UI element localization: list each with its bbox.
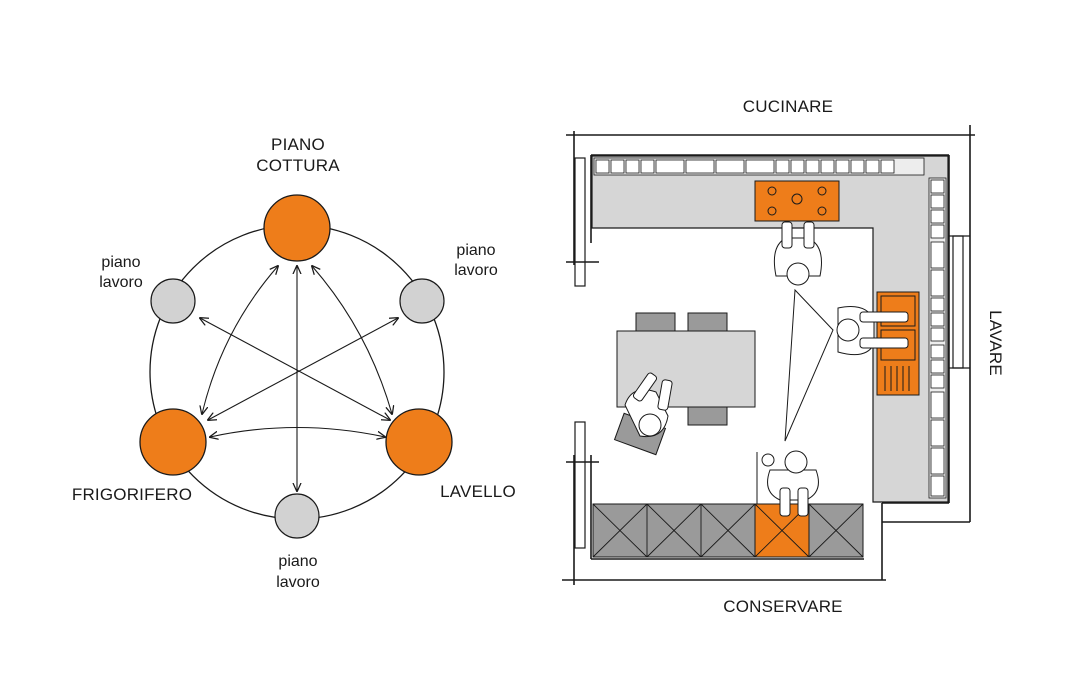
label-work-surface-right-line1: piano [456,242,495,259]
label-work-surface-left-line1: piano [101,254,140,271]
label-sink: LAVELLO [440,482,516,501]
node-sink [385,408,453,476]
label-cooktop-line2: COTTURA [256,156,340,175]
label-fridge: FRIGORIFERO [72,485,192,504]
zone-label-cooking: CUCINARE [743,97,833,116]
node-work-surface-bottom [274,493,320,539]
top-appliance-strip [593,157,925,176]
zone-label-storage: CONSERVARE [723,597,842,616]
node-work-surface-right [399,278,445,324]
work-triangle-diagram: PIANO COTTURA FRIGORIFERO LAVELLO piano … [72,135,516,591]
arrow-right-surface-fridge [208,318,398,420]
node-cooktop [263,194,331,262]
cooktop [754,180,840,222]
dining-table [613,312,756,456]
person-at-cooktop [773,221,822,286]
kitchen-floor-plan: CUCINARE CONSERVARE LAVARE [562,97,1005,616]
zone-label-washing: LAVARE [986,310,1005,376]
label-work-surface-left-line2: lavoro [99,274,143,291]
arrow-cooktop-sink [312,266,392,414]
person-at-table [624,372,673,438]
label-work-surface-bottom-line2: lavoro [276,574,320,591]
walls [562,125,975,585]
work-triangle-lines [784,288,834,442]
arrow-left-surface-sink [200,318,390,420]
person-at-storage [756,450,819,517]
person-at-sink [836,306,909,356]
node-fridge [139,408,207,476]
label-work-surface-bottom-line1: piano [278,553,317,570]
label-cooktop-line1: PIANO [271,135,325,154]
label-work-surface-right-line2: lavoro [454,262,498,279]
connection-arrows [200,266,398,491]
node-work-surface-left [150,278,196,324]
right-appliance-strip [928,177,947,499]
storage-cabinets [592,503,864,558]
